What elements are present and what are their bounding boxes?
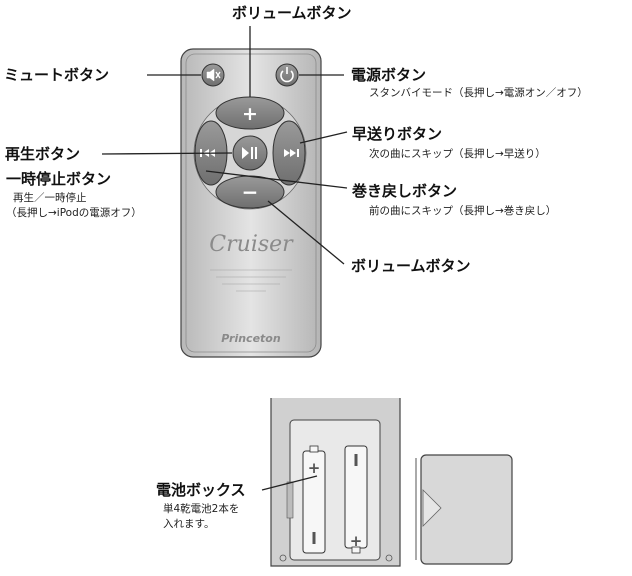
pause-label: 一時停止ボタン: [6, 170, 112, 188]
fast-forward-desc: 次の曲にスキップ（長押し→早送り）: [369, 148, 546, 160]
brand-logo: Cruiser: [209, 232, 294, 257]
fast-forward-label: 早送りボタン: [352, 125, 443, 143]
mute-label: ミュートボタン: [4, 66, 110, 84]
play-pause-desc-1: 再生／一時停止: [13, 192, 87, 204]
fast-forward-icon: [284, 149, 299, 157]
mute-icon: [206, 68, 221, 82]
battery-callout-line: [261, 475, 318, 491]
power-icon: [280, 67, 294, 83]
play-pause-button[interactable]: [232, 135, 268, 171]
battery-right: +: [344, 445, 368, 554]
minus-icon: −: [242, 180, 259, 204]
plus-terminal-icon: +: [308, 459, 321, 477]
power-label: 電源ボタン: [351, 66, 427, 84]
power-button[interactable]: [275, 63, 299, 87]
battery-left: +: [302, 445, 326, 554]
fine-print: [210, 269, 292, 292]
battery-label: 電池ボックス: [156, 481, 246, 499]
battery-desc-1: 単4乾電池2本を: [163, 503, 240, 515]
play-pause-desc-2: （長押し→iPodの電源オフ）: [6, 207, 142, 219]
rewind-label: 巻き戻しボタン: [352, 182, 458, 200]
volume-up-label: ボリュームボタン: [232, 4, 352, 22]
callout-lines: [101, 26, 348, 265]
rewind-desc: 前の曲にスキップ（長押し→巻き戻し）: [369, 205, 557, 217]
minus-terminal-icon: [312, 532, 316, 544]
maker-logo: Princeton: [221, 332, 281, 345]
plus-icon: +: [242, 103, 258, 125]
power-desc: スタンバイモード（長押し→電源オン／オフ）: [369, 87, 588, 99]
mute-button[interactable]: [201, 63, 225, 87]
slide-arrow-icon: [422, 489, 442, 527]
play-label: 再生ボタン: [5, 145, 81, 163]
plus-terminal-icon: +: [350, 532, 363, 550]
battery-desc-2: 入れます。: [163, 518, 215, 530]
volume-down-button[interactable]: −: [215, 175, 285, 209]
battery-compartment: [270, 398, 401, 567]
volume-down-label: ボリュームボタン: [351, 257, 471, 275]
play-pause-icon: [242, 147, 257, 159]
battery-cover: [415, 454, 513, 565]
volume-up-button[interactable]: +: [215, 96, 285, 130]
minus-terminal-icon: [354, 454, 358, 466]
fast-forward-button[interactable]: [272, 120, 306, 186]
